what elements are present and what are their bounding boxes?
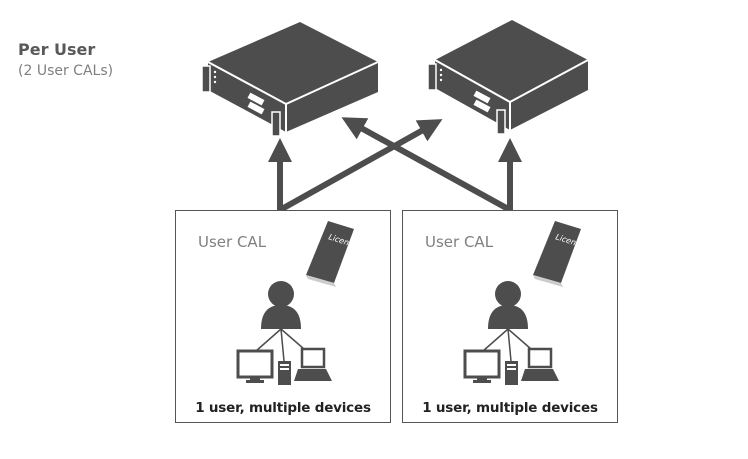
laptop-icon — [294, 347, 332, 381]
connector-lines — [482, 328, 532, 362]
cal-box-graphics: License — [236, 221, 359, 385]
user-cal-label: User CAL — [425, 233, 494, 251]
tower-pc-icon — [505, 361, 518, 385]
user-person-icon — [261, 281, 301, 329]
server-left-icon — [201, 22, 379, 137]
diagram-subtitle: (2 User CALs) — [18, 63, 114, 79]
tower-pc-icon — [278, 361, 291, 385]
cal-caption: 1 user, multiple devices — [195, 400, 371, 416]
user-person-icon — [488, 281, 528, 329]
diagram-title: Per User — [18, 40, 96, 59]
desktop-monitor-icon — [463, 349, 501, 383]
laptop-icon — [521, 347, 559, 381]
license-book-icon: License — [533, 221, 586, 287]
cal-caption: 1 user, multiple devices — [422, 400, 598, 416]
arrow-cross-right-to-left — [341, 117, 512, 213]
server-right-icon — [427, 20, 589, 135]
desktop-monitor-icon — [236, 349, 274, 383]
user-cal-box-2: User CAL License 1 us — [402, 210, 618, 423]
connector-lines — [255, 328, 305, 362]
arrow-cross-left-to-right — [278, 119, 443, 213]
license-book-icon: License — [306, 221, 359, 287]
user-cal-label: User CAL — [198, 233, 267, 251]
cal-box-graphics: License — [463, 221, 586, 385]
user-cal-box-1: User CAL License 1 us — [175, 210, 391, 423]
